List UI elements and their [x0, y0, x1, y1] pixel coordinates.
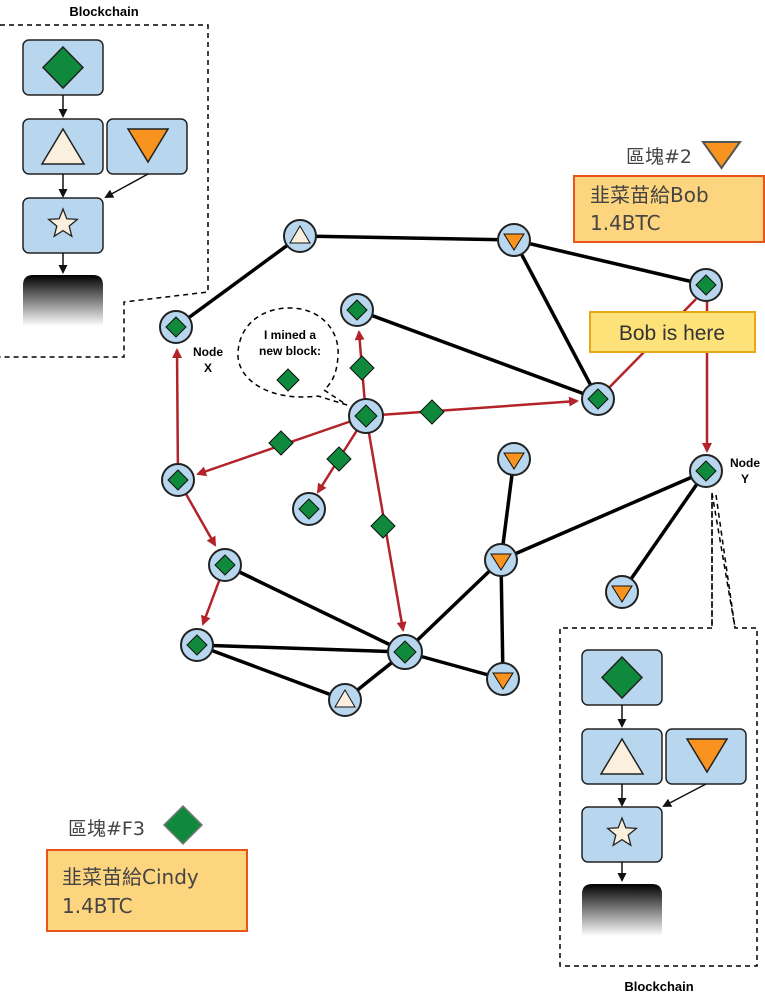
node	[180, 628, 214, 662]
blockchain-right-title: Blockchain	[624, 979, 693, 994]
speech-bubble: I mined a new block:	[237, 307, 348, 406]
block-genesis	[22, 39, 104, 96]
block-2-line-2: 1.4BTC	[590, 211, 661, 235]
node-y	[689, 454, 723, 488]
diamond-icon	[370, 513, 396, 539]
star-icon	[47, 207, 79, 238]
block-2	[22, 197, 104, 254]
network-nodes	[159, 219, 723, 717]
blockchain-right: Blockchain	[559, 492, 758, 994]
diamond-icon	[326, 446, 352, 472]
block-f3-line-2: 1.4BTC	[62, 894, 133, 918]
in-flight-blocks	[268, 355, 445, 539]
diamond-icon	[349, 355, 375, 381]
block-1a-right	[581, 728, 663, 785]
node	[283, 219, 317, 253]
node	[689, 268, 723, 302]
diamond-icon	[268, 430, 294, 456]
node-x-label-1: Node	[193, 345, 223, 359]
block-2-label: 區塊#2	[626, 146, 692, 168]
block-pending-right	[582, 884, 662, 936]
bob-callout: Bob is here	[589, 311, 756, 353]
diamond-icon	[600, 655, 644, 700]
node-x-label-2: X	[204, 361, 212, 375]
network-edges	[174, 234, 708, 702]
block-f3-line-1: 韭菜苗給Cindy	[62, 865, 199, 889]
block-1a	[22, 118, 104, 175]
triangle-icon	[40, 127, 86, 165]
block-2-line-1: 韭菜苗給Bob	[590, 183, 709, 207]
block-1b	[106, 118, 188, 175]
blockchain-left-title: Blockchain	[69, 4, 138, 19]
blockchain-left: Blockchain	[0, 4, 209, 358]
diamond-icon	[276, 368, 300, 392]
node-x	[159, 310, 193, 344]
block-1b-right	[665, 728, 747, 785]
node	[581, 382, 615, 416]
node	[497, 442, 531, 476]
node	[486, 662, 520, 696]
inverted-triangle-icon	[126, 128, 170, 164]
node-miner	[348, 398, 384, 434]
node	[328, 683, 362, 717]
diamond-icon	[419, 399, 445, 425]
star-icon	[606, 816, 638, 847]
diamond-icon	[162, 804, 204, 846]
triangle-icon	[599, 737, 645, 775]
block-f3-label: 區塊#F3	[68, 818, 145, 840]
speech-line-1: I mined a	[264, 328, 316, 342]
node-y-label-2: Y	[741, 472, 749, 486]
block-2-note	[573, 175, 765, 243]
node	[292, 492, 326, 526]
node	[484, 543, 518, 577]
node	[605, 575, 639, 609]
node	[497, 223, 531, 257]
block-pending-left	[23, 275, 103, 326]
bob-label: Bob is here	[619, 322, 725, 345]
block-2-callout: 區塊#2 韭菜苗給Bob 1.4BTC	[573, 141, 765, 243]
node	[161, 463, 195, 497]
inverted-triangle-icon	[685, 738, 729, 774]
block-f3-note	[46, 849, 248, 932]
node	[387, 634, 423, 670]
blockchain-left-frame	[0, 24, 209, 358]
node	[340, 293, 374, 327]
node-y-label-1: Node	[730, 456, 760, 470]
diamond-icon	[41, 45, 85, 90]
block-2-right	[581, 806, 663, 863]
block-f3-callout: 區塊#F3 韭菜苗給Cindy 1.4BTC	[46, 804, 248, 932]
block-genesis-right	[581, 649, 663, 706]
inverted-triangle-icon	[701, 141, 742, 170]
speech-line-2: new block:	[259, 344, 321, 358]
node	[208, 548, 242, 582]
blockchain-right-frame	[559, 492, 758, 967]
